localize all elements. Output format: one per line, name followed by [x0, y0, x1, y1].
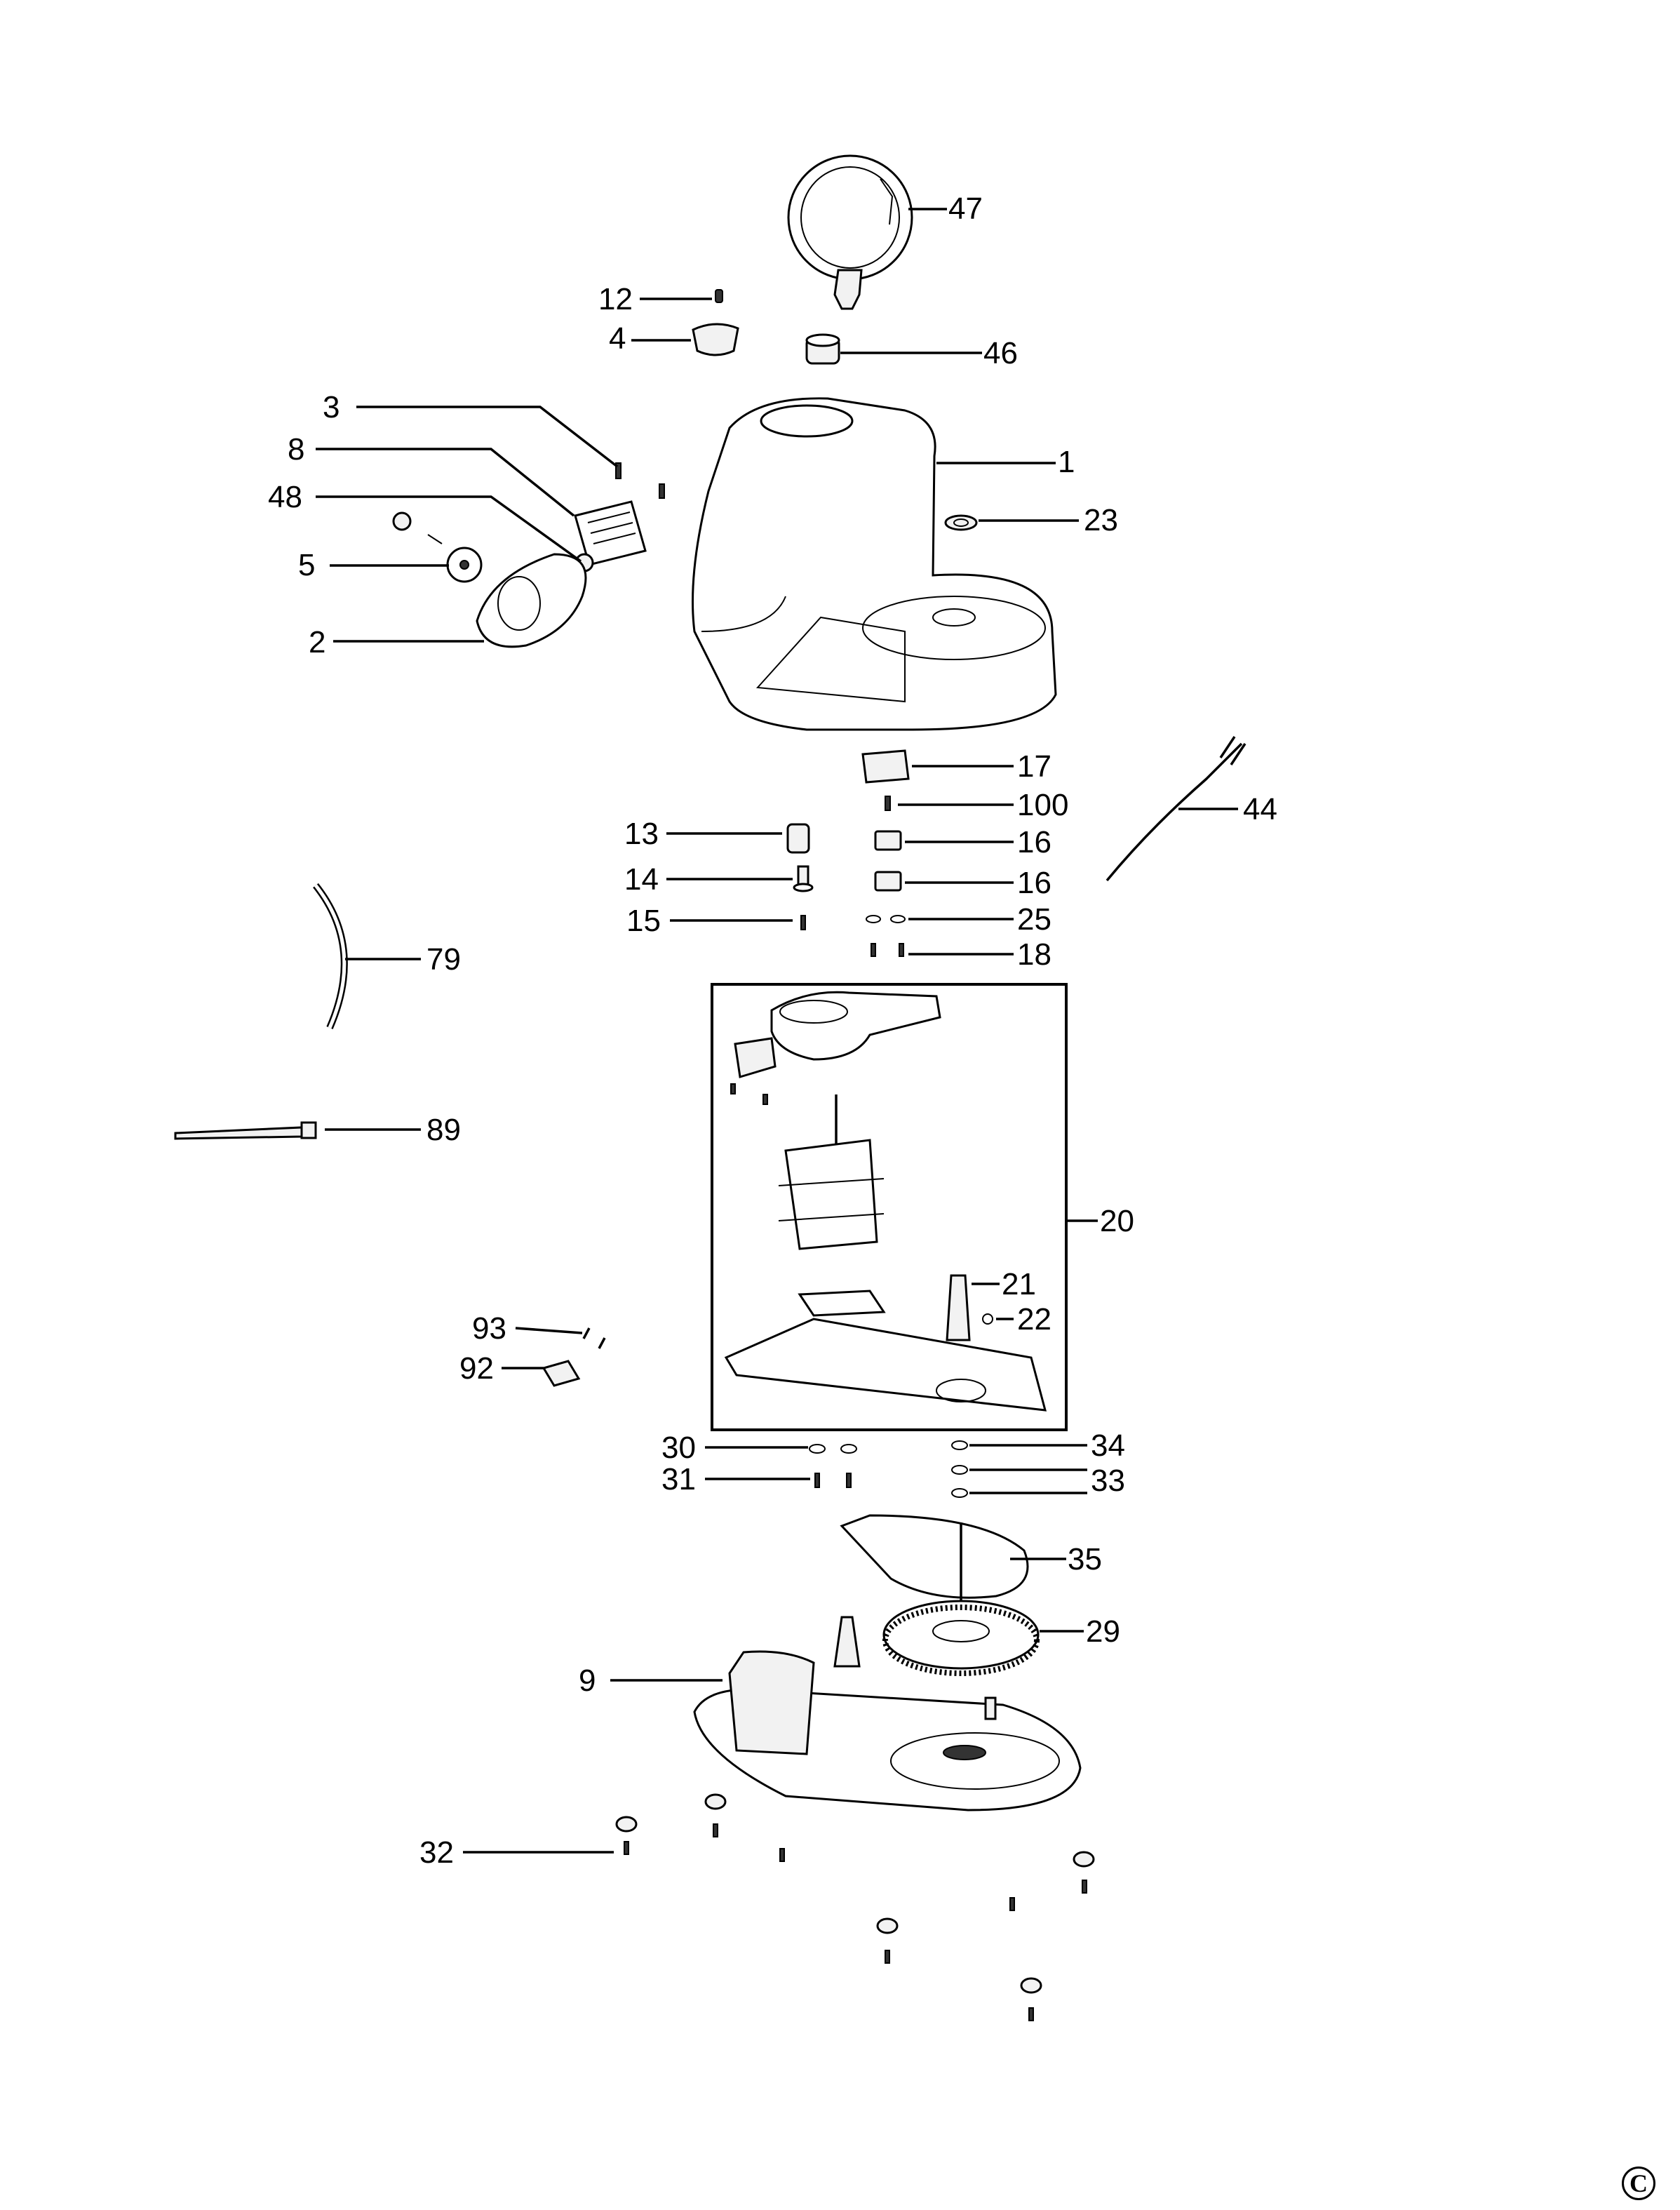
callout-47: 47 — [948, 192, 983, 226]
part-44-power-cord — [1106, 736, 1246, 882]
callout-35: 35 — [1068, 1542, 1102, 1576]
part-14-pin — [793, 865, 814, 892]
callout-21: 21 — [1002, 1267, 1036, 1301]
callout-46: 46 — [983, 336, 1018, 370]
callout-8: 8 — [288, 432, 304, 467]
part-46-coupling — [805, 333, 840, 365]
part-17-coupler — [861, 749, 910, 784]
part-2-side-cover — [476, 553, 587, 648]
callout-44: 44 — [1243, 792, 1277, 826]
callout-34: 34 — [1091, 1428, 1125, 1463]
callout-25: 25 — [1017, 902, 1051, 937]
callout-93: 93 — [472, 1311, 506, 1346]
part-3-screw — [615, 462, 621, 479]
callout-5: 5 — [298, 548, 315, 582]
part-18-screws — [871, 943, 904, 957]
callout-23: 23 — [1084, 503, 1118, 537]
part-92-clip — [542, 1360, 581, 1387]
part-23-bushing — [944, 514, 978, 531]
callout-31: 31 — [661, 1462, 696, 1496]
callout-89: 89 — [426, 1113, 461, 1147]
callout-2: 2 — [309, 625, 325, 659]
callout-3: 3 — [323, 390, 340, 424]
part-47-lid-ring — [787, 154, 913, 310]
callout-labels: 47 12 4 46 3 1 8 48 23 5 2 17 100 44 13 … — [268, 192, 1277, 1870]
part-35-fan-guard — [840, 1514, 1029, 1607]
part-9-base — [693, 1616, 1082, 1811]
part-8-label-plate — [574, 500, 647, 566]
callout-9: 9 — [579, 1663, 596, 1698]
callout-20: 20 — [1100, 1204, 1134, 1238]
callout-13: 13 — [624, 817, 659, 851]
callout-14: 14 — [624, 862, 659, 897]
part-100-screw — [885, 796, 891, 811]
callout-16-lower: 16 — [1017, 866, 1051, 900]
callout-22: 22 — [1017, 1302, 1051, 1337]
part-15-screw — [800, 915, 806, 930]
callout-100: 100 — [1017, 788, 1068, 822]
part-29-gear — [882, 1600, 1040, 1676]
part-34-washer — [951, 1440, 968, 1450]
callout-15: 15 — [626, 904, 661, 938]
part-79-arc-strip — [313, 883, 348, 1029]
part-30-washers — [809, 1444, 857, 1454]
callout-16-upper: 16 — [1017, 825, 1051, 859]
part-89-cable-tie — [174, 1121, 317, 1140]
leader-lines — [316, 208, 1238, 1854]
part-25-washers — [866, 915, 906, 923]
part-4-knob-cap — [692, 323, 739, 356]
callout-32: 32 — [419, 1835, 454, 1870]
part-16-brush-bottom — [874, 871, 902, 892]
part-1-main-housing — [692, 397, 1057, 731]
part-93-screws — [582, 1327, 606, 1349]
part-5-wheel — [446, 547, 483, 583]
part-16-brush-top — [874, 830, 902, 851]
callout-4: 4 — [609, 321, 626, 356]
callout-1: 1 — [1058, 445, 1075, 479]
callout-92: 92 — [459, 1351, 494, 1386]
callout-79: 79 — [426, 942, 461, 977]
callout-18: 18 — [1017, 937, 1051, 972]
callout-48: 48 — [268, 480, 302, 514]
part-12-small-spring — [715, 289, 723, 303]
part-screw-upper — [659, 483, 665, 499]
callout-17: 17 — [1017, 749, 1051, 784]
callout-29: 29 — [1086, 1614, 1120, 1649]
part-31-screws — [814, 1473, 852, 1488]
callout-30: 30 — [661, 1431, 696, 1465]
part-32-feet — [615, 1793, 1095, 2021]
part-knob-small — [392, 511, 443, 544]
part-13-holder — [786, 823, 810, 854]
callout-12: 12 — [598, 282, 633, 316]
callout-33: 33 — [1091, 1464, 1125, 1498]
part-33-washers — [951, 1465, 968, 1498]
copyright-mark: C — [1622, 2167, 1655, 2200]
part-20-motor-assembly — [711, 983, 1068, 1431]
